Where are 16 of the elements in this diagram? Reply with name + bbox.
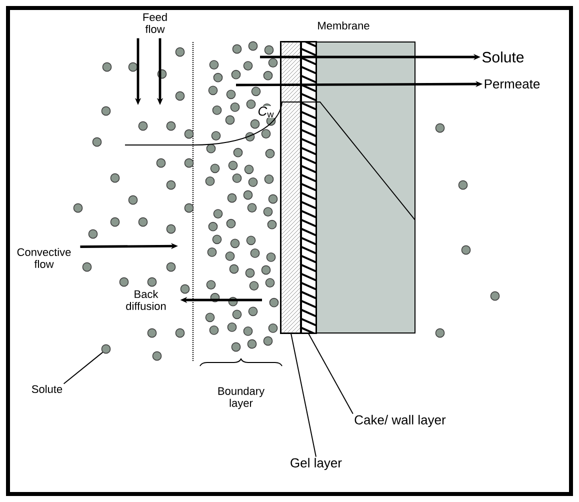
leader-line [308,333,354,414]
layer-label: Cake/ wall layer [354,414,446,428]
outflow-label: Permeate [484,79,540,89]
leader-line [63,352,104,384]
membrane-heading: Membrane [318,21,370,30]
outflow-label: Solute [482,51,524,62]
solute-particle [101,344,111,354]
flow-label: Feed flow [143,12,167,34]
cake-layer-strip [300,41,317,334]
flow-label: Back diffusion [126,290,166,310]
gel-layer-strip [280,41,302,334]
region-label: Boundary layer [218,386,264,410]
particle-label: Solute [32,384,62,394]
flow-label: Convective flow [17,248,71,268]
layer-label: Gel layer [290,458,342,470]
leader-line [290,333,316,458]
